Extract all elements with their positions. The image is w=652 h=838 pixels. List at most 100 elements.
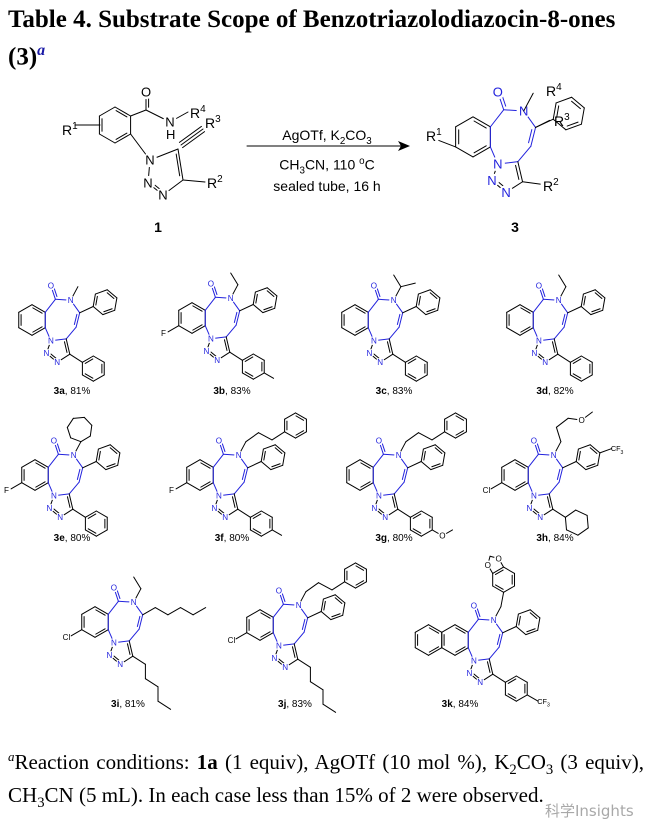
bond [583, 290, 595, 294]
double-bond [292, 647, 295, 658]
bond [442, 648, 455, 656]
diazocine-ring [48, 441, 82, 496]
phenyl-ring [253, 288, 277, 313]
bond [360, 460, 373, 468]
compound-yield: , 80% [387, 533, 413, 544]
label-part: N [366, 349, 372, 358]
label-part: O [578, 416, 584, 425]
r-index: 2 [553, 177, 559, 188]
double-bond [332, 614, 340, 617]
label-part: N [376, 492, 382, 501]
label-part: CF [537, 697, 547, 706]
bond [530, 610, 540, 618]
bond [84, 417, 92, 425]
bond [520, 328, 533, 336]
double-bond [275, 448, 282, 454]
triazole-n1-label: N [536, 337, 542, 346]
triazole-n1-label: N [208, 335, 214, 344]
double-bond [495, 585, 503, 589]
label-part: N [46, 504, 52, 513]
bond [248, 462, 262, 468]
triazole-n1-label: N [531, 492, 537, 501]
label-part: N [466, 669, 472, 678]
double-bond [137, 616, 140, 626]
double-bond [392, 497, 395, 508]
label-part: N [106, 651, 112, 660]
double-bond [456, 431, 464, 435]
bond [468, 619, 478, 632]
bond [507, 305, 520, 313]
double-bond [232, 497, 235, 508]
double-bond [296, 431, 304, 435]
label-part: N [211, 504, 217, 513]
bond [107, 290, 117, 298]
triazole-n3-label: N [477, 678, 483, 687]
bond [11, 483, 22, 489]
bond [323, 704, 336, 712]
benzo-ring [502, 460, 529, 491]
bond [421, 449, 423, 461]
double-bond [408, 359, 416, 363]
r-letter: R [205, 115, 215, 131]
double-bond [382, 442, 385, 451]
double-bond [335, 598, 342, 604]
double-bond [456, 628, 465, 633]
bond [255, 288, 267, 292]
bond [253, 305, 263, 313]
label-bg [540, 357, 550, 367]
label-bg [369, 503, 379, 513]
bond [538, 618, 540, 630]
label-part: N [542, 358, 548, 367]
bond [410, 511, 421, 517]
substituents [393, 275, 440, 381]
bond [489, 647, 499, 659]
compound-yield: , 80% [64, 533, 91, 544]
r-letter: R [543, 178, 553, 194]
compound-id: 3a [53, 386, 65, 397]
label-part: N [131, 598, 137, 607]
label-bg [46, 281, 56, 291]
substituents [176, 413, 306, 536]
bond [179, 326, 192, 334]
label-part: N [228, 294, 234, 303]
double-bond [552, 342, 555, 353]
benzo-ring [19, 305, 46, 336]
double-bond [36, 482, 45, 487]
substituents [236, 563, 366, 712]
triazole-n2-label: N [211, 504, 217, 513]
bond [502, 460, 515, 468]
r2-label: R2 [543, 177, 559, 194]
triazole-n2-label: N [203, 347, 209, 356]
label-bg [490, 156, 505, 172]
bond [115, 298, 117, 310]
bond [187, 460, 200, 468]
bond [82, 375, 93, 381]
substituents: CF3 [488, 556, 550, 709]
bond [516, 614, 518, 626]
r-index: 1 [72, 121, 78, 132]
double-bond [413, 529, 421, 533]
double-bond [413, 514, 421, 518]
triazole-n2-label: N [371, 504, 377, 513]
bond [275, 445, 285, 453]
double-bond [85, 359, 93, 363]
double-bond [573, 359, 581, 363]
label-bg [201, 346, 211, 356]
bond [416, 375, 427, 381]
label-bg [55, 512, 65, 522]
reagents-text: AgOTf, K2CO3 [282, 127, 372, 147]
amide-n-label: N [165, 115, 174, 130]
substituents [11, 417, 120, 536]
label-bg [158, 328, 168, 338]
cf3-label: CF3 [537, 697, 550, 709]
label-bg [498, 185, 514, 200]
compound-id: 3c [375, 386, 387, 397]
benzodioxole-ring [493, 567, 515, 592]
label-part: O [276, 587, 282, 596]
bond [523, 182, 541, 184]
bond [131, 110, 146, 116]
label-bg [49, 491, 59, 501]
label-bg [274, 641, 284, 651]
bond [35, 483, 48, 491]
bond [296, 432, 307, 438]
